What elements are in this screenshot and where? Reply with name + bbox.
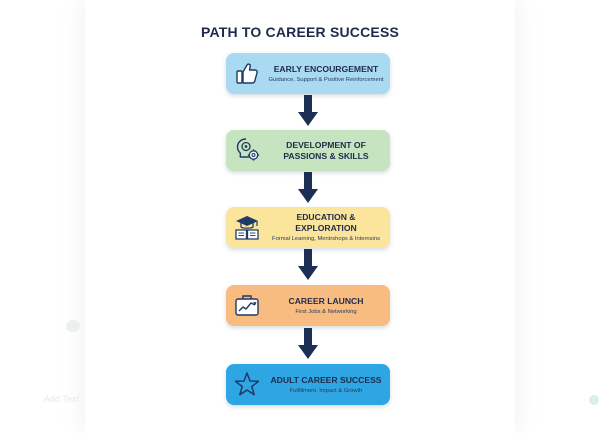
step-education-exploration: EDUCATION & EXPLORATION Formal Learning,…: [226, 207, 390, 248]
diagram-title: PATH TO CAREER SUCCESS: [200, 24, 400, 40]
step-heading: EDUCATION & EXPLORATION: [295, 212, 357, 233]
down-arrow: [298, 172, 318, 204]
corner-dot: [589, 395, 599, 405]
step-heading: EARLY ENCOURGEMENT: [273, 63, 379, 74]
step-development-of-passions: DEVELOPMENT OF PASSIONS & SKILLS: [226, 130, 390, 171]
faint-cloud-icon: [66, 320, 80, 332]
step-heading: DEVELOPMENT OF PASSIONS & SKILLS: [283, 139, 369, 161]
star-icon: [233, 370, 261, 398]
graduation-book-icon: [233, 213, 261, 241]
step-heading: CAREER LAUNCH: [288, 295, 364, 306]
step-subheading: Formal Learning, Mentrshops & Internsins: [272, 236, 380, 242]
step-subheading: Fulfillment, Impact & Growth: [289, 387, 363, 394]
down-arrow: [298, 95, 318, 127]
step-heading: ADULT CAREER SUCCESS: [270, 374, 382, 385]
step-early-encouragement: EARLY ENCOURGEMENT Guidance, Support & P…: [226, 53, 390, 94]
step-subheading: First Jobs & Networking: [295, 308, 357, 315]
down-arrow: [298, 249, 318, 281]
step-subheading: Guidance, Support & Positive Reinforceme…: [268, 76, 384, 83]
step-career-launch: CAREER LAUNCH First Jobs & Networking: [226, 285, 390, 326]
briefcase-chart-icon: [233, 291, 261, 319]
thumbs-up-icon: [233, 59, 261, 87]
lightbulb-gear-icon: [233, 136, 261, 164]
faint-background-text: Add Text: [44, 394, 79, 404]
step-adult-career-success: ADULT CAREER SUCCESS Fulfillment, Impact…: [226, 364, 390, 405]
down-arrow: [298, 328, 318, 360]
